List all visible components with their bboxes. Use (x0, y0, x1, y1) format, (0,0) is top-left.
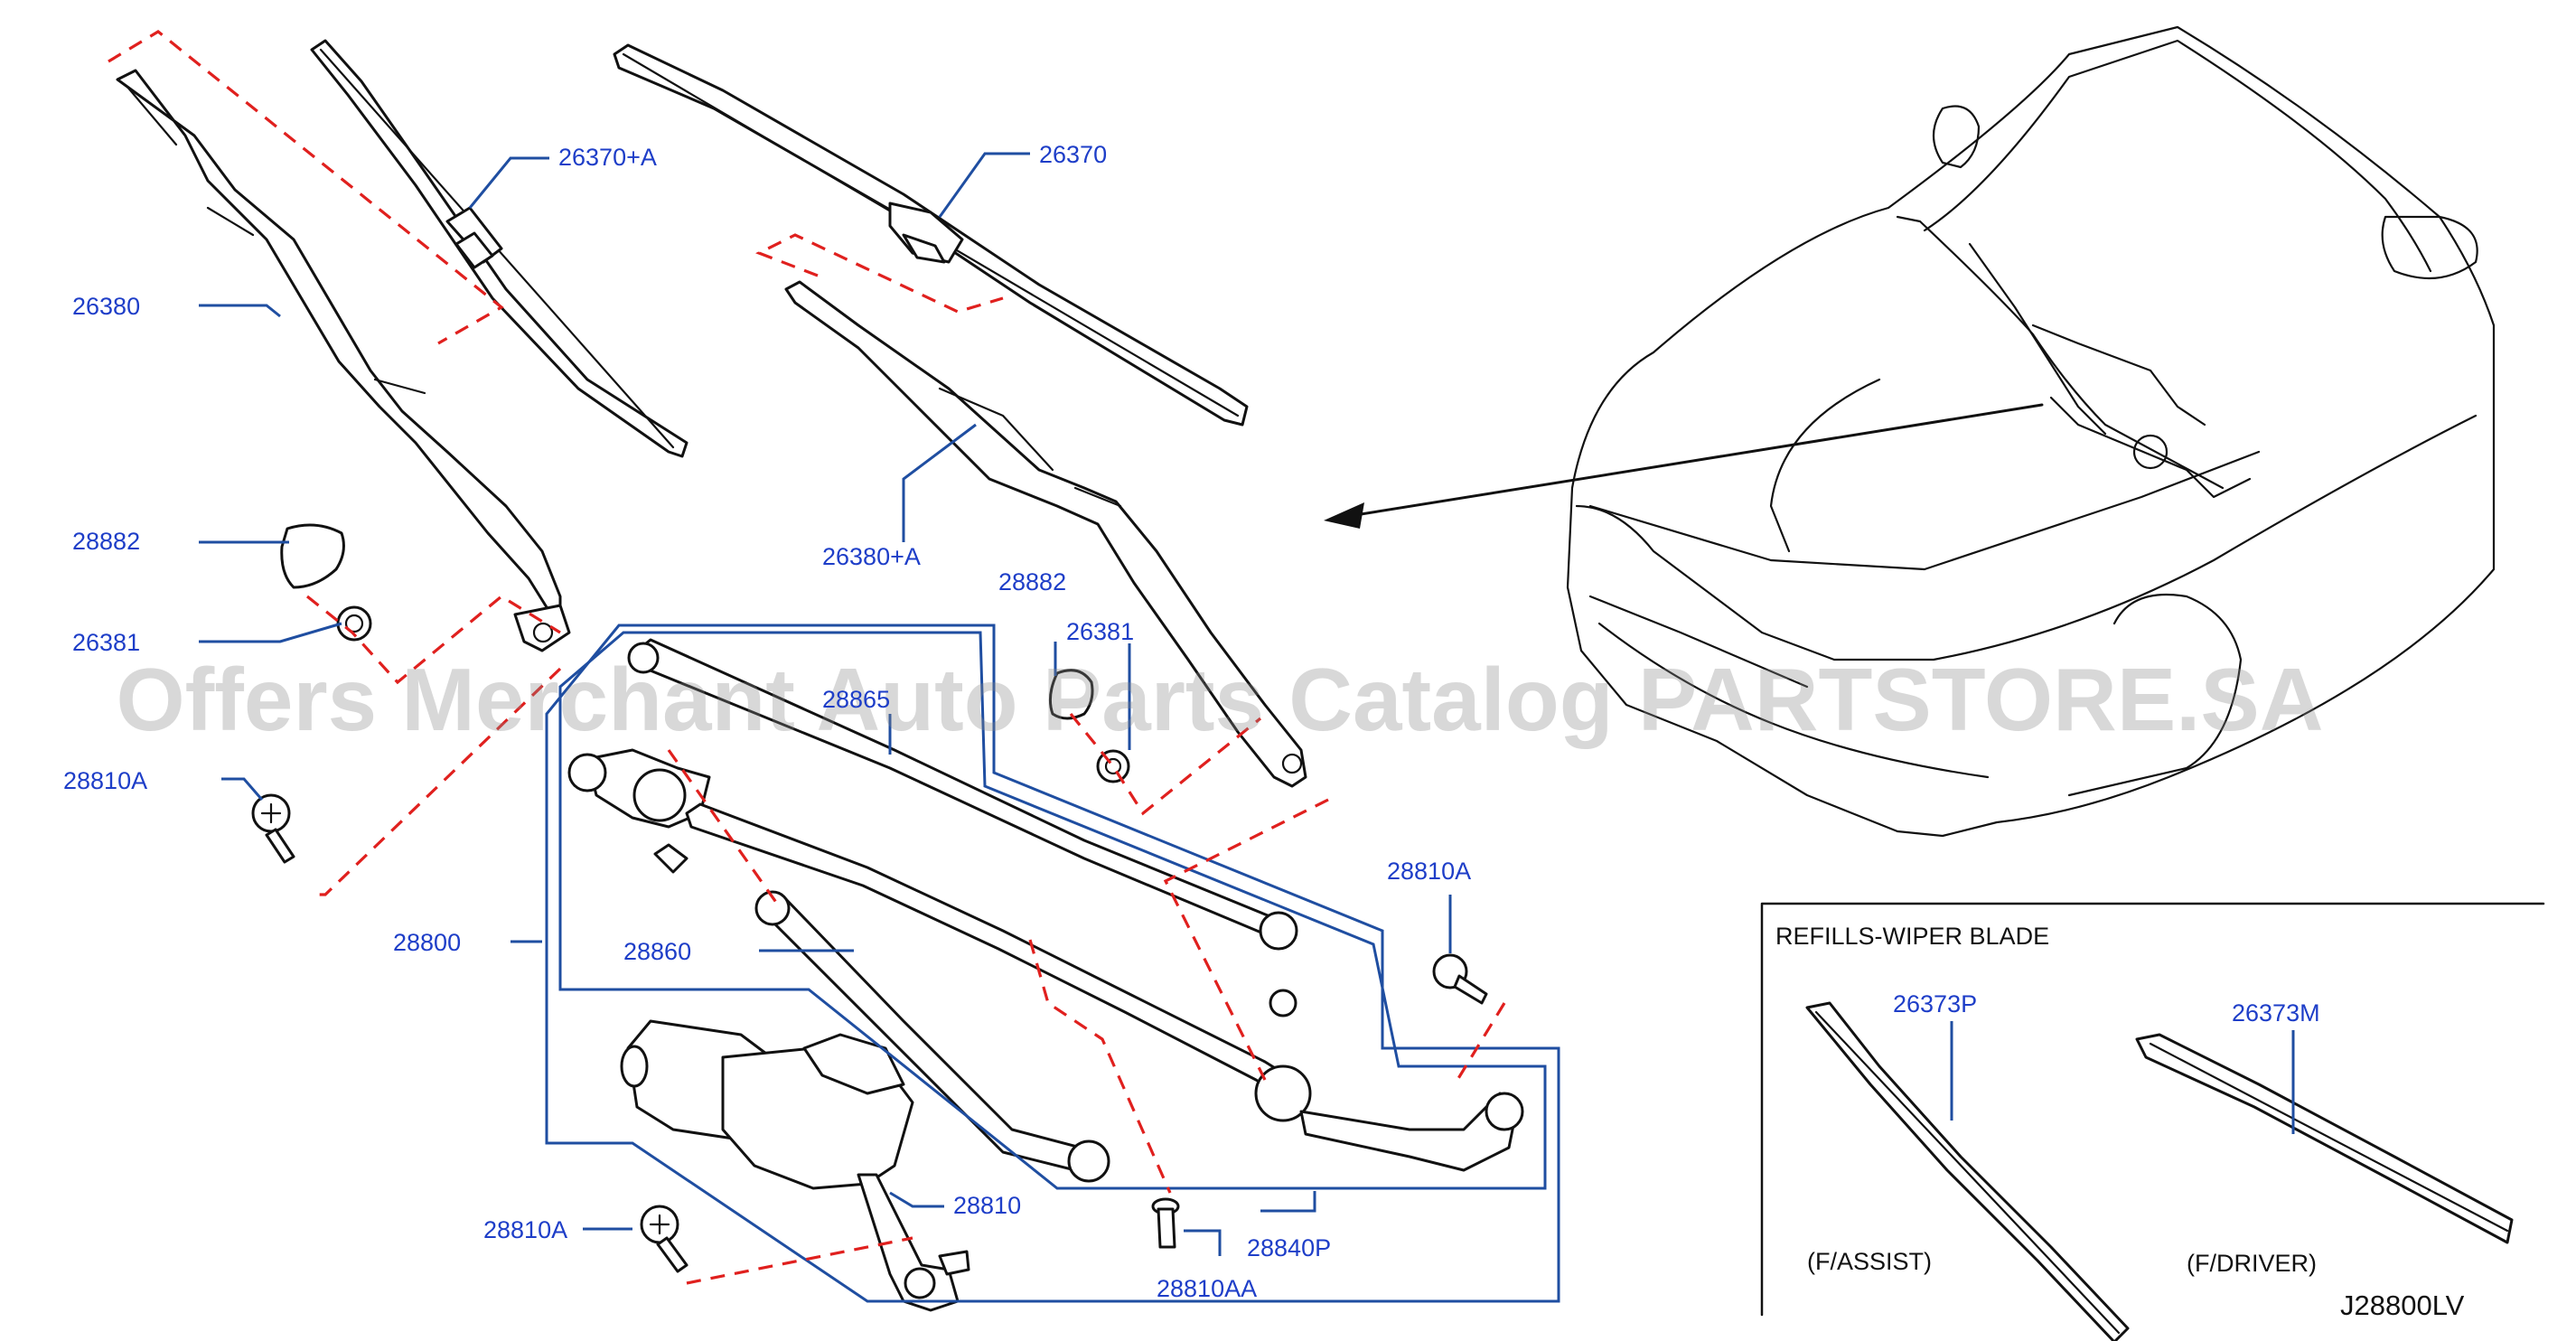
callout-28800[interactable]: 28800 (393, 929, 461, 956)
refill-assist-label: (F/ASSIST) (1807, 1248, 1932, 1275)
callout-28810a-right[interactable]: 28810A (1387, 858, 1471, 885)
callout-26373p[interactable]: 26373P (1893, 990, 1977, 1017)
location-arrow (1324, 403, 2044, 529)
wiper-linkage-28800[interactable] (567, 638, 1524, 1183)
callout-28810[interactable]: 28810 (953, 1192, 1021, 1219)
callout-28860[interactable]: 28860 (623, 938, 691, 965)
assembly-dashes (108, 30, 1506, 1285)
callout-26370a[interactable]: 26370+A (558, 144, 657, 171)
callout-28810a-left[interactable]: 28810A (63, 767, 147, 794)
callout-26380a[interactable]: 26380+A (822, 543, 921, 570)
callout-28865[interactable]: 28865 (822, 686, 890, 713)
callout-26370[interactable]: 26370 (1039, 141, 1107, 168)
diagram-code: J28800LV (2340, 1289, 2465, 1321)
vehicle-outline (1566, 25, 2496, 838)
wiper-blade-26370a[interactable] (310, 39, 688, 458)
callout-26373m[interactable]: 26373M (2232, 999, 2320, 1027)
callout-28810a-bottom[interactable]: 28810A (483, 1216, 567, 1243)
callout-28840p[interactable]: 28840P (1247, 1234, 1331, 1261)
wiper-blade-26370[interactable] (613, 43, 1249, 427)
group-outline-28860 (558, 631, 1547, 1190)
callout-28882-right[interactable]: 28882 (998, 568, 1066, 595)
bolt-28810a-bottom[interactable] (640, 1205, 688, 1273)
pivot-cap-28882-right[interactable] (1048, 669, 1094, 720)
callout-26380[interactable]: 26380 (72, 293, 140, 320)
wiper-motor-28810[interactable] (620, 1019, 970, 1312)
bolt-28810aa[interactable] (1151, 1197, 1180, 1249)
callout-26381-left[interactable]: 26381 (72, 629, 140, 656)
callout-28882-left[interactable]: 28882 (72, 528, 140, 555)
refills-panel (1760, 902, 2545, 1341)
callout-28810aa[interactable]: 28810AA (1157, 1275, 1257, 1302)
callout-26381-right[interactable]: 26381 (1066, 618, 1134, 645)
bolt-28810a-right[interactable] (1432, 953, 1488, 1005)
watermark: Offers Merchant Auto Parts Catalog PARTS… (116, 650, 2323, 749)
refills-title: REFILLS-WIPER BLADE (1775, 923, 2049, 950)
bolt-28810a-left[interactable] (251, 793, 295, 864)
wiper-arm-26380[interactable] (116, 69, 571, 652)
wiper-arm-26380a[interactable] (784, 280, 1307, 788)
pivot-cap-28882-left[interactable] (280, 523, 345, 589)
nut-26381-right[interactable] (1096, 749, 1130, 783)
refill-driver-label: (F/DRIVER) (2187, 1250, 2317, 1277)
callout-leaders (199, 152, 1452, 1256)
